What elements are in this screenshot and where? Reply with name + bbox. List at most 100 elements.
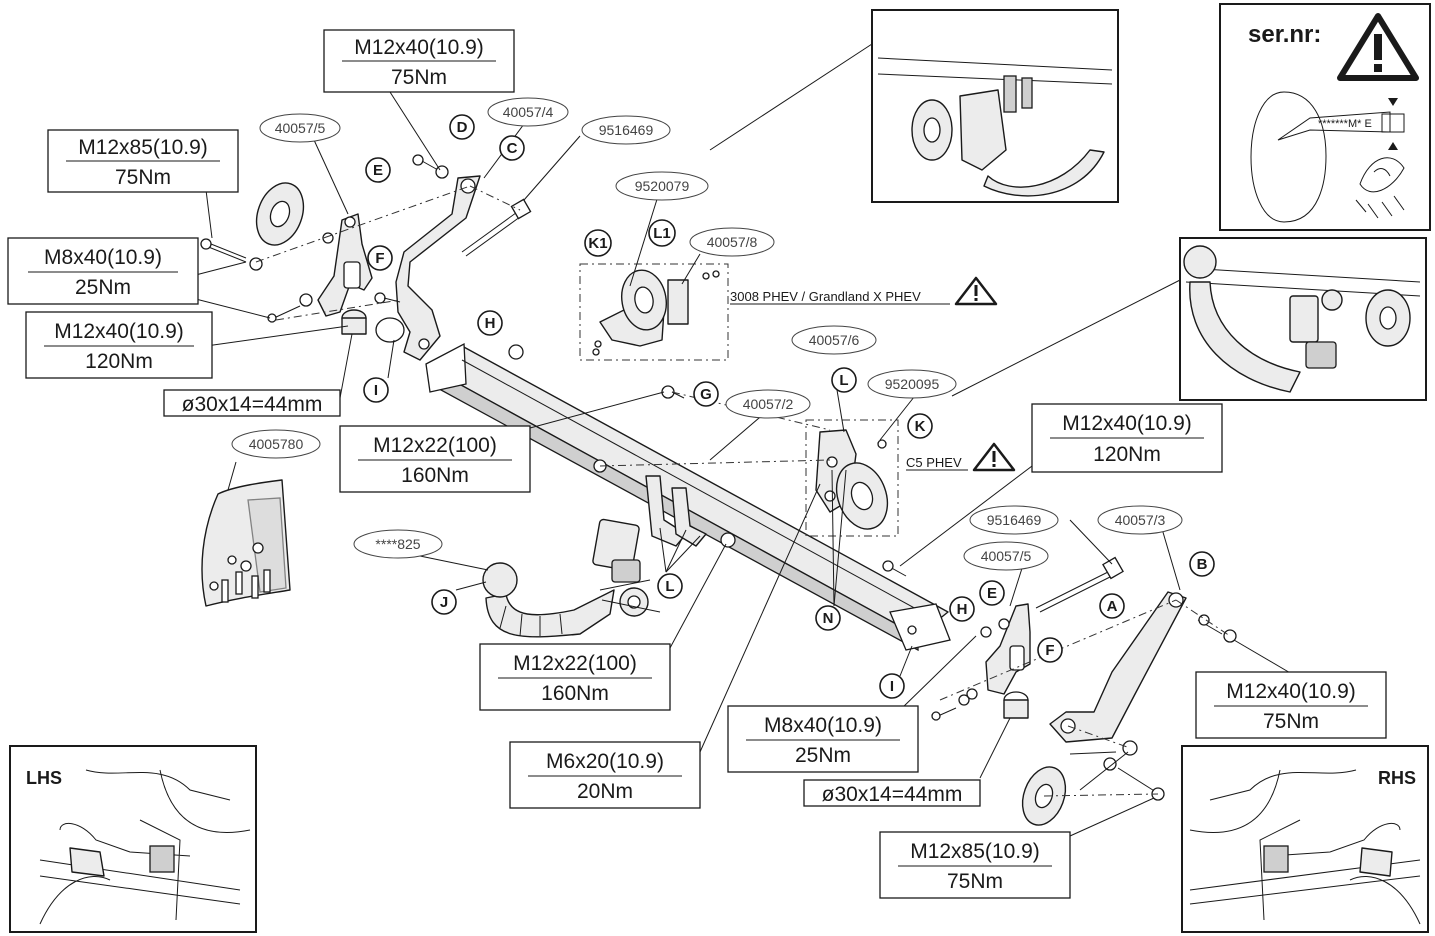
svg-text:I: I — [374, 382, 378, 399]
detail-inset-right — [1179, 237, 1427, 401]
svg-text:D: D — [457, 119, 468, 136]
eye-icon — [1355, 157, 1405, 219]
svg-text:L: L — [839, 372, 848, 389]
callout-f-right: F — [1037, 637, 1063, 663]
svg-text:E: E — [987, 585, 997, 602]
threaded-rod-right — [1035, 556, 1124, 613]
svg-text:ø30x14=44mm: ø30x14=44mm — [182, 393, 323, 416]
bolt-spec-m12x85-right: M12x85(10.9) 75Nm — [879, 831, 1071, 899]
svg-text:9516469: 9516469 — [599, 122, 654, 138]
part-number-40057-2: 40057/2 — [725, 389, 811, 419]
svg-text:J: J — [440, 594, 448, 611]
svg-text:K1: K1 — [588, 235, 607, 252]
warning-icon — [1337, 13, 1419, 81]
callout-g: G — [693, 381, 719, 407]
svg-text:M12x40(10.9): M12x40(10.9) — [1062, 412, 1192, 435]
svg-text:M12x40(10.9): M12x40(10.9) — [54, 320, 184, 343]
svg-text:*******M* E: *******M* E — [1318, 118, 1372, 130]
leader-lines — [183, 43, 1293, 837]
svg-text:C5 PHEV: C5 PHEV — [906, 455, 962, 470]
svg-text:160Nm: 160Nm — [401, 464, 469, 487]
tow-ball-neck — [482, 562, 615, 638]
callout-k: K — [907, 413, 933, 439]
right-side-bracket — [1049, 591, 1187, 743]
callout-j: J — [431, 589, 457, 615]
note-3008-phev: 3008 PHEV / Grandland X PHEV — [730, 276, 998, 306]
serial-number-panel: ser.nr: *******M* E — [1219, 3, 1431, 231]
callout-e-right: E — [979, 580, 1005, 606]
callout-n: N — [815, 605, 841, 631]
k1-bracket-group — [579, 263, 729, 361]
svg-text:F: F — [375, 250, 384, 267]
k-bracket-group — [805, 419, 899, 537]
svg-text:G: G — [700, 386, 712, 403]
part-number-9520095: 9520095 — [867, 369, 957, 399]
svg-text:40057/5: 40057/5 — [275, 120, 326, 136]
left-spacer — [341, 309, 405, 343]
part-number-9516469-right: 9516469 — [969, 505, 1059, 535]
svg-text:N: N — [823, 610, 834, 627]
bolt-spec-m12x40-120-right: M12x40(10.9) 120Nm — [1031, 403, 1223, 473]
detail-inset-top — [871, 9, 1119, 203]
svg-text:M12x40(10.9): M12x40(10.9) — [1226, 680, 1356, 703]
svg-text:120Nm: 120Nm — [85, 350, 153, 373]
svg-text:L1: L1 — [653, 225, 671, 242]
svg-text:C: C — [507, 140, 518, 157]
part-number-4005780: 4005780 — [231, 429, 321, 459]
callout-h-left: H — [477, 310, 503, 336]
svg-text:A: A — [1107, 598, 1118, 615]
callout-b: B — [1189, 551, 1215, 577]
part-number-9516469-top: 9516469 — [581, 115, 671, 145]
callout-d: D — [449, 114, 475, 140]
threaded-rod-top — [461, 198, 532, 257]
svg-text:H: H — [957, 601, 968, 618]
callout-c: C — [499, 135, 525, 161]
svg-text:B: B — [1197, 556, 1208, 573]
bolt-spec-top-m12x40: M12x40(10.9) 75Nm — [323, 29, 515, 93]
svg-text:25Nm: 25Nm — [795, 744, 851, 767]
svg-text:ser.nr:: ser.nr: — [1248, 21, 1321, 48]
part-number-40057-4: 40057/4 — [487, 97, 569, 127]
svg-text:M12x40(10.9): M12x40(10.9) — [354, 36, 484, 59]
callout-e-left: E — [365, 157, 391, 183]
hardware-bag — [201, 479, 291, 607]
bolt-spec-m8x40-right: M8x40(10.9) 25Nm — [727, 705, 919, 773]
svg-text:K: K — [915, 418, 926, 435]
svg-text:LHS: LHS — [26, 768, 62, 788]
svg-text:F: F — [1045, 642, 1054, 659]
svg-text:M12x22(100): M12x22(100) — [373, 434, 497, 457]
callout-f-left: F — [367, 245, 393, 271]
svg-text:3008 PHEV / Grandland X PHEV: 3008 PHEV / Grandland X PHEV — [730, 289, 921, 304]
part-number-40057-3: 40057/3 — [1097, 505, 1183, 535]
svg-text:25Nm: 25Nm — [75, 276, 131, 299]
svg-text:RHS: RHS — [1378, 768, 1416, 788]
bolt-spec-m12x85-left: M12x85(10.9) 75Nm — [47, 129, 239, 193]
warning-icon — [972, 442, 1016, 472]
callout-i-right: I — [879, 673, 905, 699]
bolt-spec-m12x22-lower: M12x22(100) 160Nm — [479, 643, 671, 711]
svg-text:9520095: 9520095 — [885, 376, 940, 392]
rhs-view: RHS — [1181, 745, 1429, 933]
svg-text:120Nm: 120Nm — [1093, 443, 1161, 466]
part-number-40057-6: 40057/6 — [791, 325, 877, 355]
callout-i-left: I — [363, 377, 389, 403]
svg-text:M8x40(10.9): M8x40(10.9) — [764, 714, 882, 737]
svg-text:40057/8: 40057/8 — [707, 234, 758, 250]
svg-text:4005780: 4005780 — [249, 436, 304, 452]
bolt-spec-m12x22-upper: M12x22(100) 160Nm — [339, 425, 531, 493]
callout-l-lower: L — [657, 573, 683, 599]
svg-text:40057/4: 40057/4 — [503, 104, 554, 120]
left-dish-plate — [255, 182, 305, 246]
svg-text:75Nm: 75Nm — [391, 66, 447, 89]
bolt-spec-m8x40-left: M8x40(10.9) 25Nm — [7, 237, 199, 305]
svg-text:ø30x14=44mm: ø30x14=44mm — [822, 783, 963, 806]
svg-text:M6x20(10.9): M6x20(10.9) — [546, 750, 664, 773]
callout-k1: K1 — [584, 229, 612, 257]
note-c5-phev: C5 PHEV — [906, 442, 1016, 472]
svg-text:M8x40(10.9): M8x40(10.9) — [44, 246, 162, 269]
svg-text:40057/5: 40057/5 — [981, 548, 1032, 564]
svg-text:H: H — [485, 315, 496, 332]
right-spacer — [1003, 691, 1029, 719]
svg-text:160Nm: 160Nm — [541, 682, 609, 705]
part-number-9520079: 9520079 — [615, 171, 709, 201]
